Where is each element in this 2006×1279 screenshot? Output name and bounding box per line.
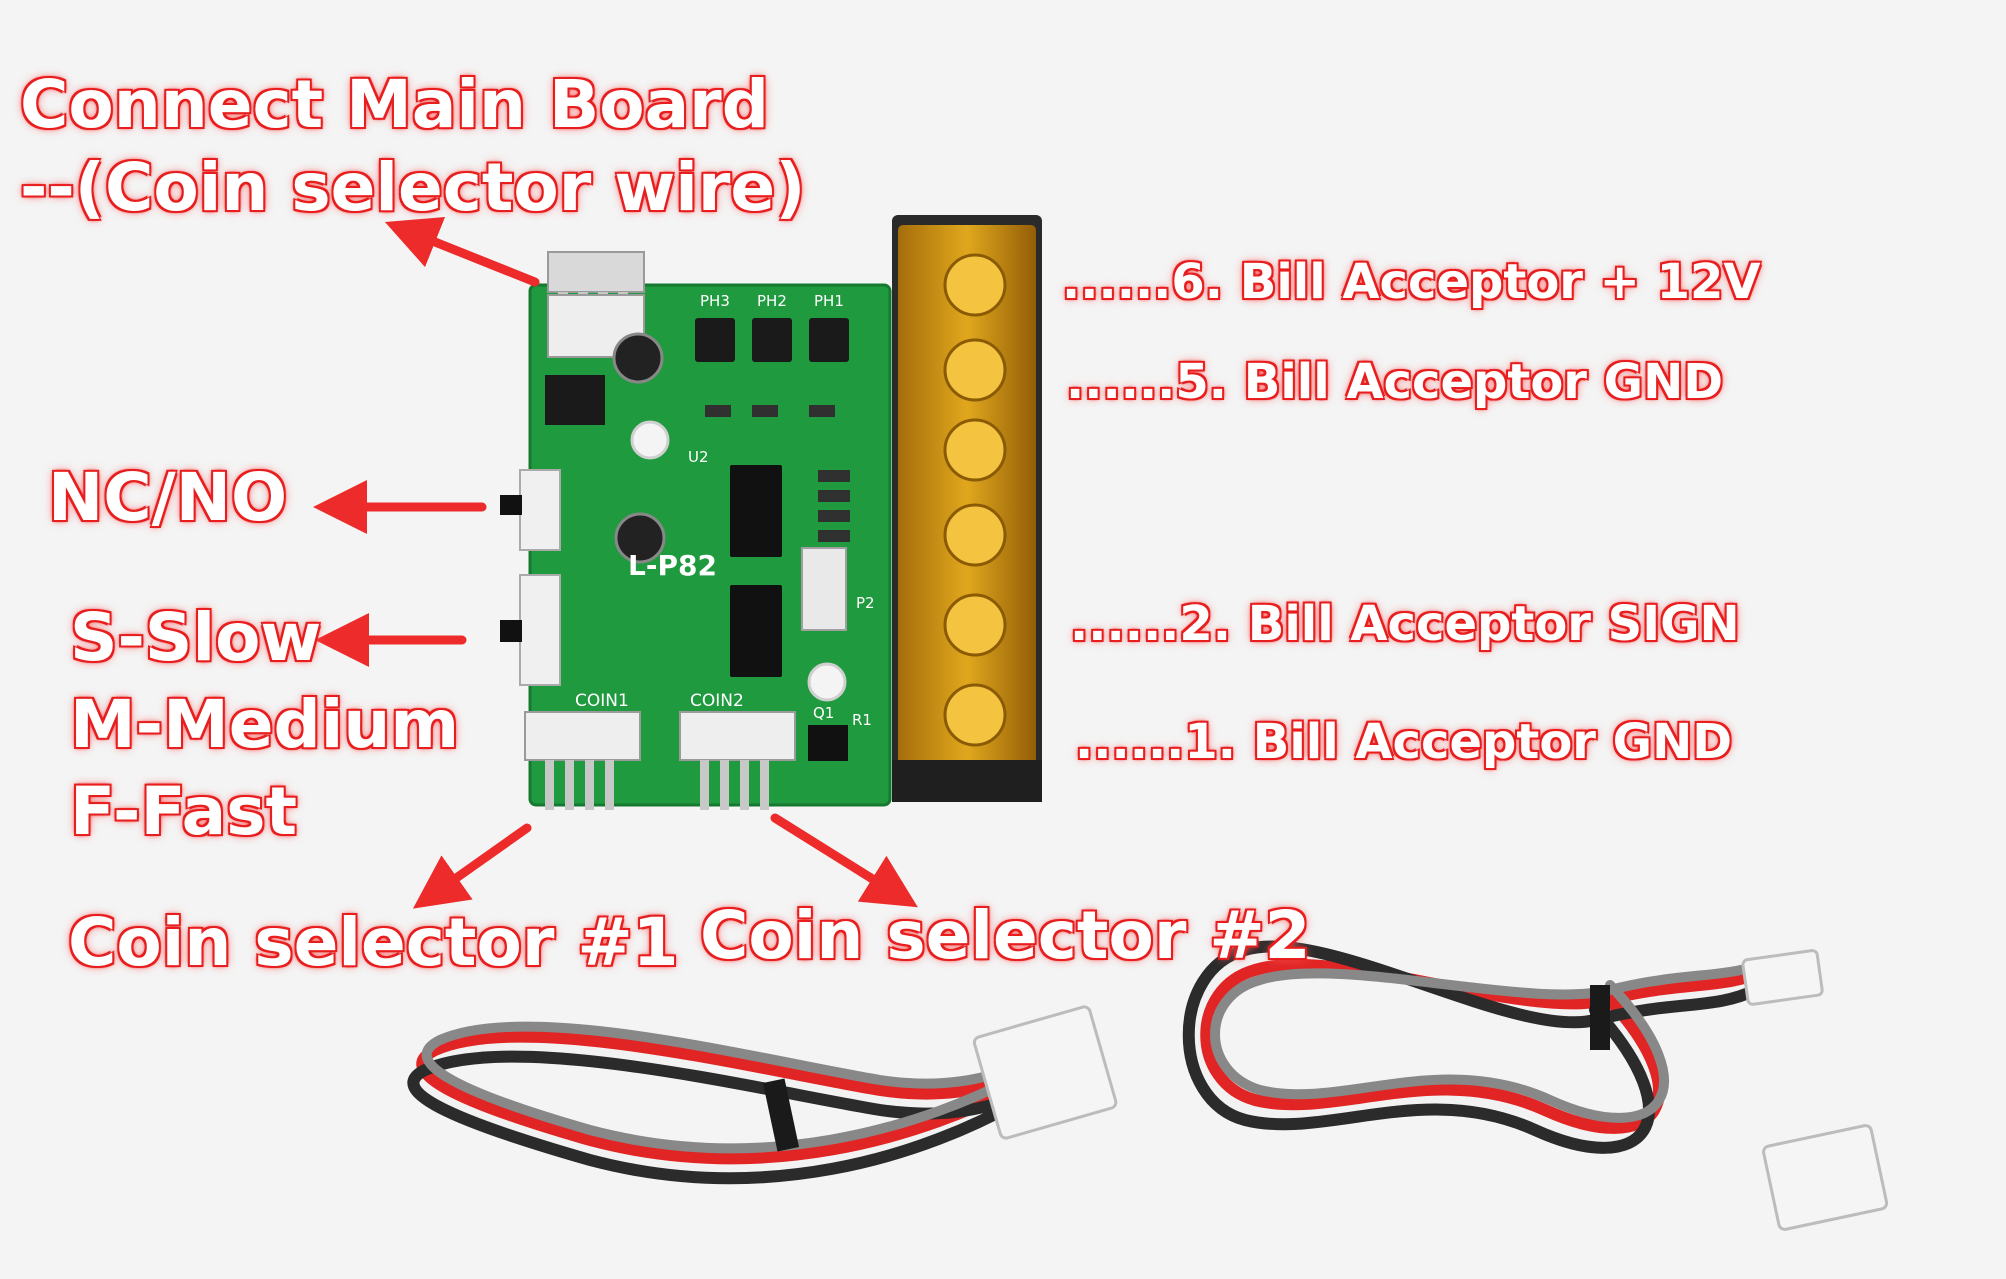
ncno-label: NC/NO <box>48 459 288 536</box>
mount-hole <box>630 420 670 460</box>
speed-switch[interactable] <box>519 574 561 686</box>
ph2-label: PH2 <box>757 292 787 310</box>
main-board-title-line2: --(Coin selector wire) <box>20 149 806 226</box>
terminal-screw <box>943 683 1007 747</box>
ph1-label: PH1 <box>814 292 844 310</box>
speed-slow-label: S-Slow <box>70 599 322 676</box>
zip-tie <box>1590 985 1610 1050</box>
cable-right-connector <box>1590 949 1889 1231</box>
ncno-switch-knob[interactable] <box>500 495 522 515</box>
coin-selector-2-label: Coin selector #2 <box>700 897 1311 974</box>
cable-left <box>407 1021 1077 1185</box>
coin-selector-1-label: Coin selector #1 <box>68 904 679 981</box>
resistors <box>705 405 850 542</box>
speed-switch-knob[interactable] <box>500 620 522 642</box>
optocouplers <box>695 318 849 362</box>
arrow-main-board <box>384 216 540 287</box>
terminal-2-label: ......2. Bill Acceptor SIGN <box>1070 596 1740 652</box>
terminal-screw <box>943 593 1007 657</box>
pcb-model-label: L-P82 <box>628 549 717 582</box>
arrow-coin2 <box>770 813 918 908</box>
ncno-switch[interactable] <box>519 469 561 551</box>
pcb-board: PH3 PH2 PH1 U2 P2 <box>500 251 892 810</box>
transistor-q1 <box>808 725 848 761</box>
voltage-regulator <box>545 375 605 425</box>
terminal-screw <box>943 503 1007 567</box>
arrow-coin1 <box>412 823 532 909</box>
main-board-title-line1: Connect Main Board <box>20 66 769 143</box>
coin1-silkscreen: COIN1 <box>575 691 629 711</box>
terminal-screw <box>943 418 1007 482</box>
speed-medium-label: M-Medium <box>70 686 460 763</box>
coin1-connector <box>524 711 641 810</box>
capacitors <box>612 332 666 564</box>
speed-fast-label: F-Fast <box>70 773 298 850</box>
terminal-5-label: ......5. Bill Acceptor GND <box>1066 354 1724 410</box>
mount-hole <box>807 662 847 702</box>
u2-label: U2 <box>688 448 709 466</box>
p2-connector <box>801 547 847 631</box>
coin2-connector <box>679 711 796 810</box>
terminal-1-label: ......1. Bill Acceptor GND <box>1075 714 1733 770</box>
ph3-label: PH3 <box>700 292 730 310</box>
cable-right <box>1182 940 1775 1154</box>
p2-label: P2 <box>856 594 875 612</box>
zip-tie <box>762 1078 800 1152</box>
ic-chips <box>730 465 782 677</box>
terminal-screw <box>943 253 1007 317</box>
terminal-6-label: ......6. Bill Acceptor + 12V <box>1062 254 1761 310</box>
terminal-block <box>892 215 1042 802</box>
cable-left-connector <box>762 1005 1118 1152</box>
q1-label: Q1 <box>813 704 834 722</box>
r1-label: R1 <box>852 711 872 729</box>
coin2-silkscreen: COIN2 <box>690 691 744 711</box>
main-board-connector <box>547 251 645 293</box>
terminal-screw <box>943 338 1007 402</box>
